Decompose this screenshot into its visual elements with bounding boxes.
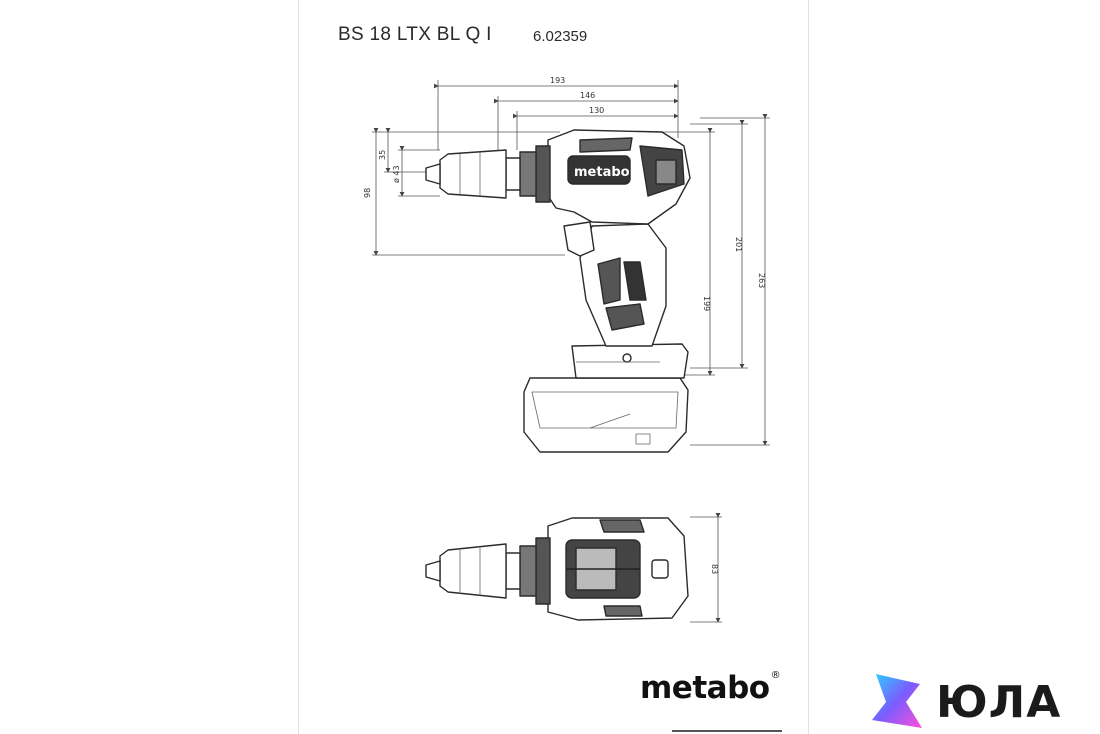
dim-193: 193 [550, 76, 565, 85]
drill-top-view [425, 517, 689, 621]
dim-98: 98 [363, 188, 372, 198]
tool-brand-label: metabo [574, 165, 630, 180]
dim-146: 146 [580, 91, 595, 100]
yula-logo-icon [872, 674, 922, 728]
yula-logo-text: ЮЛА [936, 677, 1062, 728]
dim-263: 263 [757, 273, 766, 288]
dim-83: 83 [710, 564, 719, 574]
order-number: 6.02359 [533, 28, 588, 45]
right-page-border [808, 0, 809, 734]
drill-side-view [425, 129, 691, 453]
metabo-logo-text: metabo [640, 670, 770, 706]
logo-underline [672, 730, 782, 732]
dim-130: 130 [589, 106, 604, 115]
dim-199: 199 [702, 296, 711, 311]
metabo-logo: metabo® [640, 670, 781, 706]
model-title: BS 18 LTX BL Q I [338, 24, 492, 45]
dim-diameter-43: ø 43 [392, 165, 401, 183]
dim-35: 35 [378, 150, 387, 160]
left-page-border [298, 0, 299, 734]
dim-201: 201 [734, 237, 743, 252]
registered-mark: ® [770, 670, 781, 681]
dimension-lines [372, 80, 770, 623]
